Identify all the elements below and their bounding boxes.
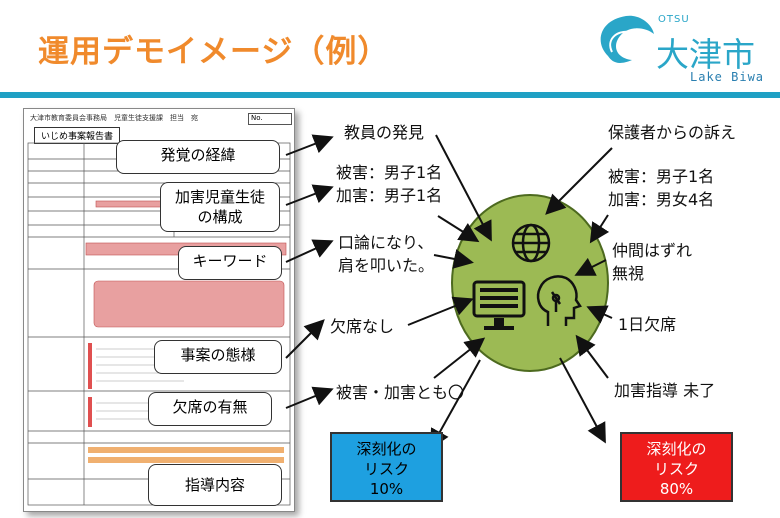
page-title: 運用デモイメージ（例） <box>38 34 390 70</box>
ai-head-icon <box>536 275 582 326</box>
logo-wave-icon <box>600 15 654 63</box>
document-no: No. <box>248 113 292 125</box>
label-quarrel-2: 肩を叩いた。 <box>338 256 435 275</box>
callout-form: 事案の態様 <box>154 340 282 374</box>
callout-guidance: 指導内容 <box>148 464 282 506</box>
risk-high-line2: リスク <box>653 460 699 478</box>
document-header-line: 大津市教育委員会事務局 児童生徒支援課 担当 宛 <box>30 114 198 122</box>
document-title: いじめ事案報告書 <box>34 127 121 144</box>
label-exclusion-1: 仲間はずれ <box>612 241 693 260</box>
globe-icon <box>511 223 551 263</box>
label-one-day-absence: 1日欠席 <box>618 315 677 334</box>
risk-high-line1: 深刻化の <box>646 440 707 458</box>
header-divider <box>0 92 780 98</box>
label-right-perpetrators: 加害：男女4名 <box>608 190 715 209</box>
label-left-perpetrators: 加害：男子1名 <box>336 186 443 205</box>
risk-box-low: 深刻化の リスク 10% <box>330 432 443 502</box>
callout-composition: 加害児童生徒 の構成 <box>160 182 280 232</box>
label-left-victims: 被害：男子1名 <box>336 163 443 182</box>
callout-keyword: キーワード <box>178 246 282 280</box>
label-teacher-discovery: 教員の発見 <box>344 123 425 142</box>
report-document: 大津市教育委員会事務局 児童生徒支援課 担当 宛 No. いじめ事案報告書 <box>23 108 295 512</box>
label-exclusion-2: 無視 <box>612 264 645 283</box>
label-both-ok: 被害・加害とも〇 <box>336 383 465 402</box>
monitor-icon <box>472 280 526 330</box>
risk-low-line2: リスク <box>363 460 409 478</box>
callout-discovery: 発覚の経緯 <box>116 140 280 174</box>
logo-otsu: OTSU <box>658 14 690 25</box>
label-parent-complaint: 保護者からの訴え <box>608 123 737 142</box>
label-guidance-incomplete: 加害指導 未了 <box>614 381 716 400</box>
risk-high-value: 80% <box>659 480 694 498</box>
label-quarrel-1: 口論になり、 <box>338 233 434 252</box>
logo-name: 大津市 <box>656 35 755 74</box>
logo-sub: Lake Biwa <box>690 70 765 84</box>
label-right-victims: 被害：男子1名 <box>608 167 715 186</box>
label-no-absence: 欠席なし <box>330 317 395 336</box>
risk-low-line1: 深刻化の <box>356 440 417 458</box>
risk-box-high: 深刻化の リスク 80% <box>620 432 733 502</box>
risk-low-value: 10% <box>369 480 404 498</box>
callout-absence: 欠席の有無 <box>148 392 272 426</box>
